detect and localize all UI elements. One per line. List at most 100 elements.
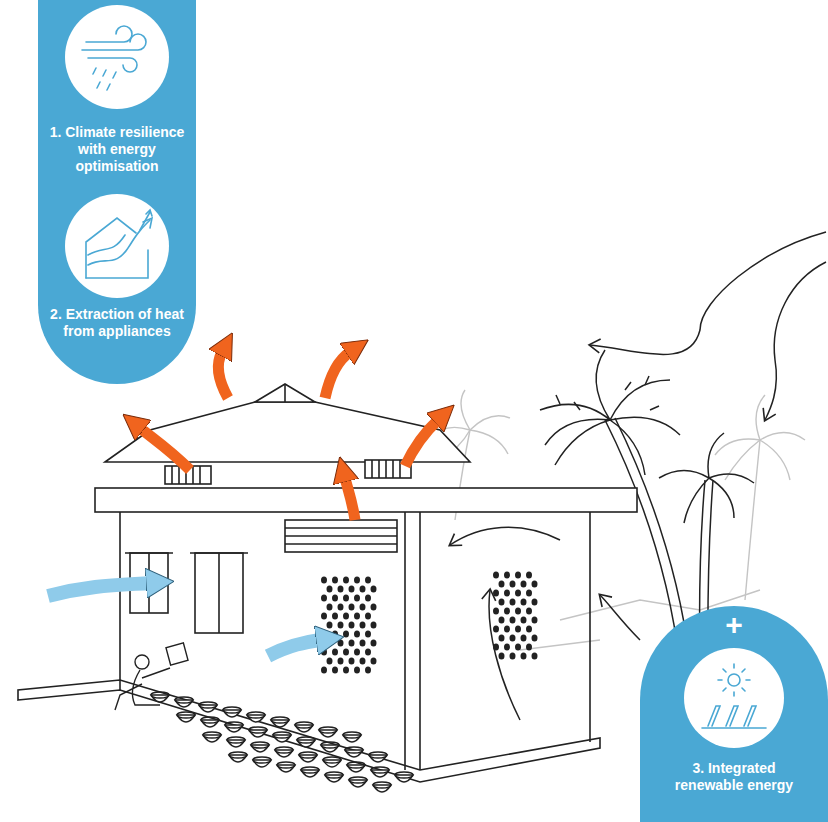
- potter-with-pots: [227, 737, 245, 743]
- potter-with-pots: [325, 772, 343, 778]
- potter-with-pots: [249, 727, 267, 733]
- heat-arrows: [325, 352, 350, 398]
- house-heat-icon: [88, 220, 150, 265]
- potter-with-pots: [299, 752, 317, 758]
- jali-screen: [338, 621, 344, 628]
- airflow-arrows: [48, 583, 150, 596]
- jali-screen: [515, 589, 521, 596]
- jali-screen: [504, 625, 510, 632]
- solar-icon: [718, 664, 750, 696]
- wind-rain-icon: [82, 26, 146, 90]
- blue-panels: [38, 0, 828, 822]
- jali-screen: [526, 589, 532, 596]
- wind-rain-icon: [86, 26, 132, 42]
- jali-screen: [504, 643, 510, 650]
- airflow-arrows: [268, 640, 320, 656]
- jali-screen: [532, 598, 538, 605]
- jali-screen: [499, 580, 505, 587]
- wind-curves: [450, 527, 560, 545]
- jali-screen: [521, 652, 527, 659]
- jali-screen: [493, 589, 499, 596]
- palm-trees: [659, 433, 754, 523]
- jali-screen: [493, 571, 499, 578]
- house: [18, 680, 600, 782]
- potter-with-pots: [271, 717, 289, 723]
- potter-with-pots: [369, 752, 387, 758]
- feature-label: 3. Integrated renewable energy: [659, 760, 809, 794]
- jali-screen: [332, 648, 338, 655]
- wind-curves: [489, 590, 520, 720]
- potter-with-pots: [349, 777, 367, 783]
- jali-screen: [360, 657, 366, 664]
- jali-screen: [332, 576, 338, 583]
- house: [372, 460, 400, 478]
- house: [255, 384, 315, 402]
- blue-panels: [640, 606, 828, 822]
- palm-trees: [556, 376, 659, 410]
- feature-label: 1. Climate resilience with energy optimi…: [42, 124, 192, 175]
- jali-screen: [321, 612, 327, 619]
- jali-screen: [349, 603, 355, 610]
- wind-curves: [765, 262, 826, 420]
- jali-screen: [504, 589, 510, 596]
- potter-with-pots: [199, 702, 217, 708]
- jali-screen: [321, 576, 327, 583]
- jali-screen: [532, 634, 538, 641]
- jali-screen: [360, 621, 366, 628]
- potter-with-pots: [319, 727, 337, 733]
- solar-icon: [708, 706, 756, 726]
- potter-with-pots: [115, 643, 413, 792]
- jali-screen: [493, 625, 499, 632]
- jali-screen: [365, 594, 371, 601]
- wind-curves: [600, 595, 640, 640]
- jali-screen: [338, 657, 344, 664]
- jali-screen: [360, 603, 366, 610]
- jali-screen: [521, 598, 527, 605]
- jali-screen: [526, 571, 532, 578]
- background-palms: [745, 440, 760, 600]
- jali-screen: [321, 648, 327, 655]
- jali-screen: [510, 580, 516, 587]
- feature-label: 2. Extraction of heat from appliances: [42, 306, 192, 340]
- jali-screen: [332, 612, 338, 619]
- jali-screen: [343, 612, 349, 619]
- house: [285, 520, 397, 552]
- jali-screen: [343, 648, 349, 655]
- wind-rain-icon: [93, 68, 116, 90]
- potter-with-pots: [225, 722, 243, 728]
- jali-screen: [327, 603, 333, 610]
- jali-screen: [532, 580, 538, 587]
- jali-screen: [321, 666, 327, 673]
- heat-arrows: [218, 352, 228, 398]
- potter-with-pots: [201, 717, 219, 723]
- solar-icon: [702, 727, 766, 729]
- potter-with-pots: [251, 742, 269, 748]
- jali-screen: [532, 652, 538, 659]
- icon-circles: [684, 648, 784, 748]
- house: [120, 512, 590, 770]
- jali-screen: [504, 571, 510, 578]
- jali-screen: [365, 648, 371, 655]
- jali-screen: [354, 666, 360, 673]
- potter-with-pots: [395, 772, 413, 778]
- jali-screen: [371, 621, 377, 628]
- potter-with-pots: [373, 782, 391, 788]
- potter-with-pots: [277, 762, 295, 768]
- jali-screen: [515, 625, 521, 632]
- jali-screen: [365, 612, 371, 619]
- jali-screen: [354, 576, 360, 583]
- potter-with-pots: [345, 747, 363, 753]
- house: [284, 384, 286, 402]
- jali-screen: [499, 634, 505, 641]
- jali-screen: [327, 639, 333, 646]
- potter-with-pots: [321, 742, 339, 748]
- jali-screen: [504, 607, 510, 614]
- jali-screen: [526, 643, 532, 650]
- potter-with-pots: [301, 767, 319, 773]
- potter-with-pots: [229, 752, 247, 758]
- jali-screen: [510, 598, 516, 605]
- potter-with-pots: [371, 767, 389, 773]
